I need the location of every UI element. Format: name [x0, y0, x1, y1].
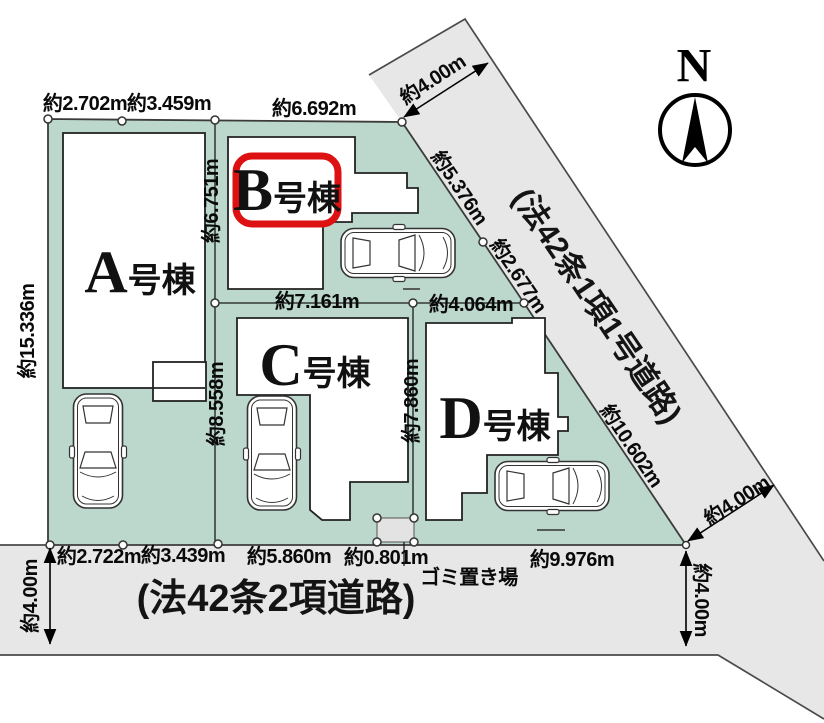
dimension-label: 約0.801m — [343, 547, 429, 569]
buildings — [62, 132, 569, 521]
garbage-area — [376, 517, 415, 543]
dimension-label: 約3.439m — [140, 545, 226, 567]
car-lot-b — [340, 223, 456, 283]
dimension-label: 約2.702m — [42, 93, 128, 115]
dimension-label: 約6.751m — [201, 158, 223, 244]
dimension-label: 約6.692m — [271, 98, 357, 120]
dimension-label: 約3.459m — [126, 93, 212, 115]
car-lot-a — [68, 393, 128, 509]
road-label-bottom: (法42条2項道路) — [136, 578, 416, 620]
building-b — [227, 136, 419, 290]
dimension-label: 約7.161m — [274, 291, 360, 313]
survey-markers — [43, 114, 691, 550]
building-a — [62, 132, 207, 402]
building-b-label: B号棟 — [232, 157, 342, 223]
road-width-arrows — [43, 62, 775, 647]
highlight-box-b — [232, 152, 342, 228]
road-width-label: 約4.00m — [690, 563, 712, 637]
dimension-label: 約4.064m — [428, 294, 514, 316]
dimension-label: 約15.336m — [17, 283, 39, 379]
dimension-label: 約7.860m — [401, 358, 423, 444]
dimension-lines — [214, 120, 524, 566]
building-d — [425, 317, 569, 521]
cars — [68, 223, 610, 531]
dimension-label: 約5.860m — [246, 546, 332, 568]
building-c-label: C号棟 — [259, 332, 371, 398]
building-c — [236, 317, 409, 521]
dimension-label: 約2.722m — [56, 546, 142, 568]
building-a-label: A号棟 — [84, 239, 196, 305]
road-width-label: 約4.00m — [20, 559, 42, 633]
garbage-area-label: ゴミ置き場 — [420, 567, 518, 589]
compass-north-label: N — [676, 39, 712, 93]
car-lot-c — [242, 395, 302, 511]
road-areas — [0, 17, 824, 720]
car-lot-d — [494, 456, 610, 516]
dimension-label: 約8.558m — [206, 361, 228, 447]
road-surface — [0, 19, 824, 719]
compass-icon — [658, 93, 732, 167]
building-d-label: D号棟 — [439, 385, 551, 451]
dimension-label: 約9.976m — [529, 549, 615, 571]
